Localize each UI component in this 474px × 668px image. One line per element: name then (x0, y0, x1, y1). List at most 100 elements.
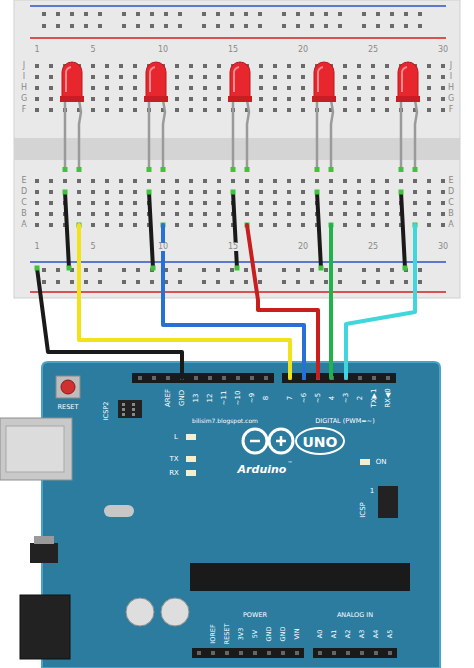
led-leg (148, 100, 151, 170)
header-pin (152, 376, 156, 380)
rail-line (30, 5, 446, 7)
hole (376, 268, 380, 272)
hole (63, 179, 67, 183)
hole (203, 201, 207, 205)
pin-label: RESET (224, 624, 231, 645)
hole (273, 212, 277, 216)
hole (202, 24, 206, 28)
hole (441, 75, 445, 79)
hole (287, 223, 291, 227)
row-letter: B (447, 210, 455, 218)
hole (91, 86, 95, 90)
hole (282, 268, 286, 272)
hole (310, 24, 314, 28)
hole (357, 212, 361, 216)
hole (301, 223, 305, 227)
pin-label: A3 (359, 630, 366, 639)
hole (343, 179, 347, 183)
hole (245, 201, 249, 205)
hole (105, 212, 109, 216)
hole (91, 190, 95, 194)
ground-wire (65, 192, 69, 268)
hole (70, 280, 74, 284)
hole (35, 190, 39, 194)
hole (376, 280, 380, 284)
hole (203, 190, 207, 194)
hole (35, 108, 39, 112)
hole (147, 190, 151, 194)
hole (91, 201, 95, 205)
hole (385, 64, 389, 68)
hole (203, 75, 207, 79)
hole (178, 12, 182, 16)
hole (310, 280, 314, 284)
hole (441, 223, 445, 227)
hole (418, 24, 422, 28)
board-label: ICSP2 (103, 402, 110, 421)
hole (122, 12, 126, 16)
hole (371, 75, 375, 79)
hole (315, 190, 319, 194)
hole (259, 108, 263, 112)
hole (202, 12, 206, 16)
hole (399, 190, 403, 194)
board-outline (42, 362, 440, 668)
hole (385, 75, 389, 79)
connection-dot (399, 190, 404, 195)
hole (216, 280, 220, 284)
row-letter: F (448, 106, 455, 114)
breadboard-holes (35, 12, 445, 284)
hole (217, 86, 221, 90)
microcontroller-chip (190, 563, 410, 591)
column-number: 10 (157, 46, 169, 54)
led-rim (228, 96, 252, 102)
led-leg (247, 100, 249, 170)
hole (150, 24, 154, 28)
led-leg (400, 100, 403, 170)
hole (357, 97, 361, 101)
hole (282, 280, 286, 284)
hole (371, 179, 375, 183)
hole (427, 179, 431, 183)
pin-label: VIN (294, 628, 301, 639)
hole (324, 24, 328, 28)
hole (49, 86, 53, 90)
arduino-logo (243, 428, 344, 454)
hole (42, 12, 46, 16)
hole (273, 223, 277, 227)
header-pin (332, 651, 336, 655)
hole (105, 190, 109, 194)
hole (273, 108, 277, 112)
status-led (186, 470, 196, 476)
hole (189, 223, 193, 227)
header-pin (281, 651, 285, 655)
hole (343, 108, 347, 112)
row-letter: A (20, 221, 27, 229)
hole (413, 212, 417, 216)
hole (259, 223, 263, 227)
hole (338, 12, 342, 16)
hole (56, 12, 60, 16)
voltage-regulator (34, 536, 54, 544)
hole (119, 190, 123, 194)
hole (301, 86, 305, 90)
hole (217, 223, 221, 227)
led-leg (64, 100, 67, 170)
hole (49, 212, 53, 216)
row-letter: D (447, 188, 455, 196)
hole (203, 64, 207, 68)
hole (343, 97, 347, 101)
hole (273, 179, 277, 183)
hole (189, 201, 193, 205)
pin-label: 8 (263, 396, 270, 400)
column-number: 1 (33, 243, 40, 251)
hole (413, 201, 417, 205)
led-rim (312, 96, 336, 102)
hole (91, 75, 95, 79)
connection-dot (315, 190, 320, 195)
hole (245, 190, 249, 194)
hole (133, 223, 137, 227)
pin-label: 5V (252, 630, 259, 639)
pin-label: ~6 (301, 393, 308, 403)
hole (216, 268, 220, 272)
